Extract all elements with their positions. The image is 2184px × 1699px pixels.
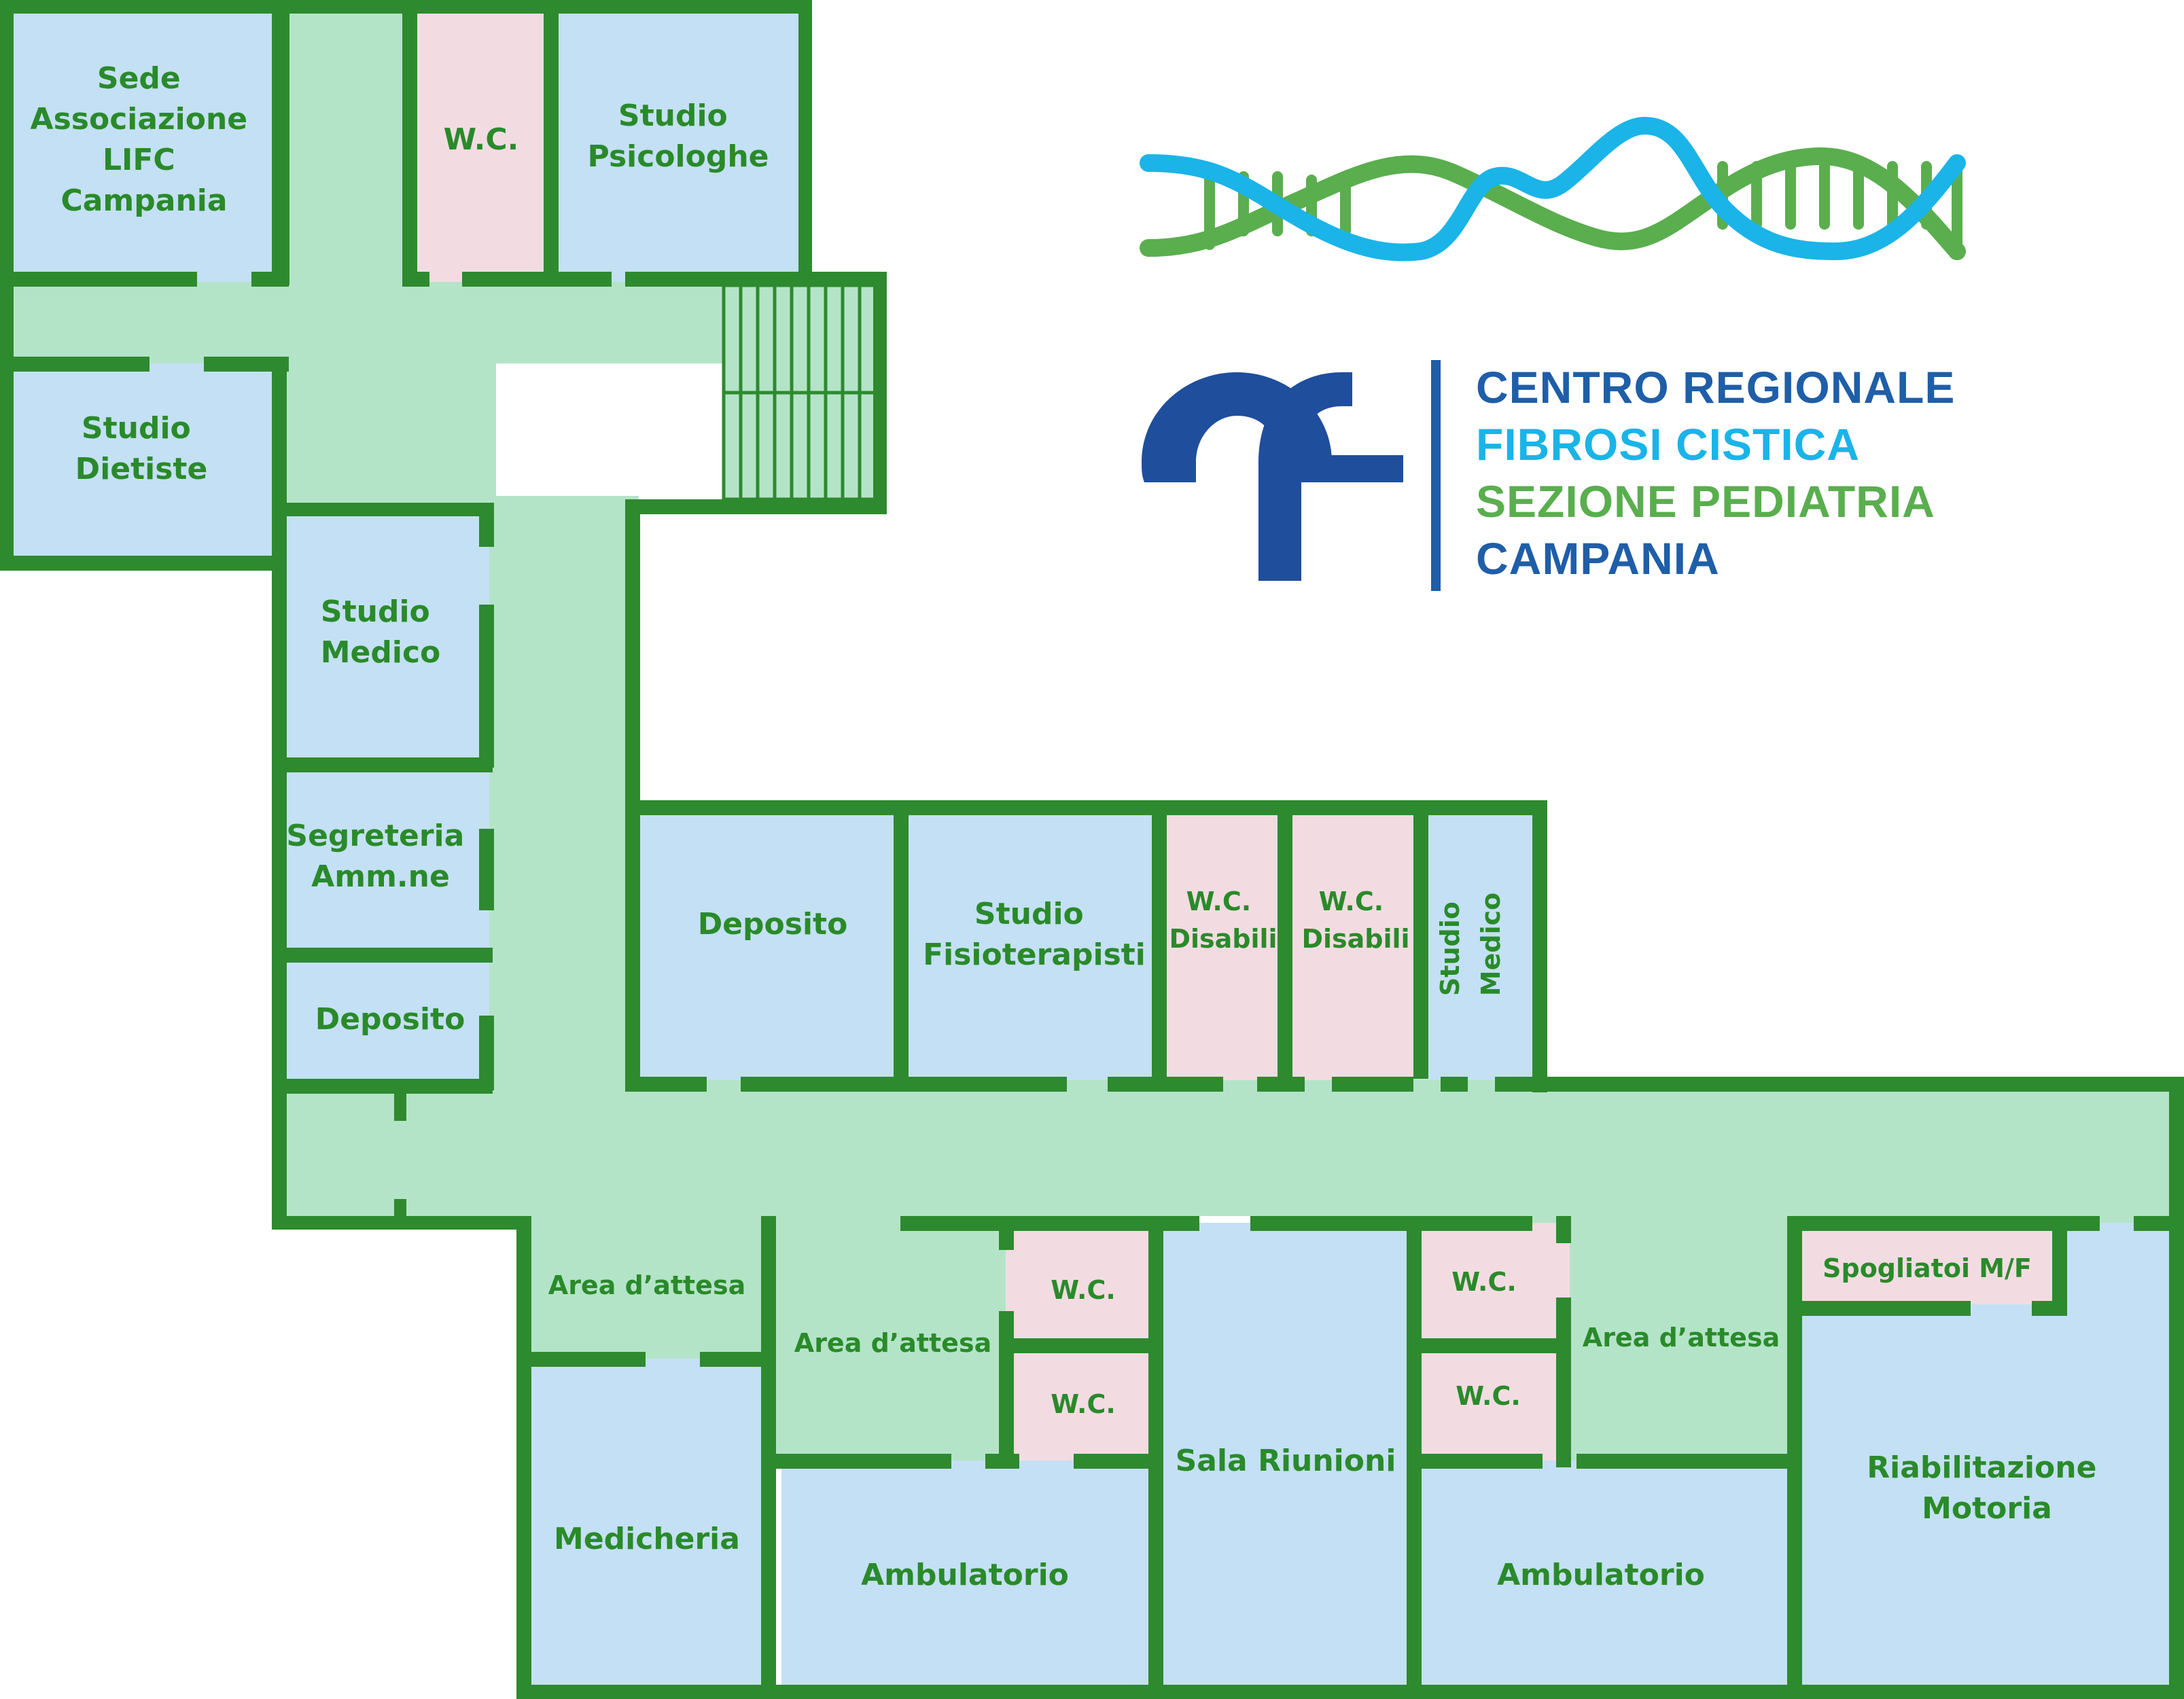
wc-rooms	[415, 7, 2052, 1461]
room-label-ambulatorio-2: Ambulatorio	[1497, 1558, 1705, 1592]
room-label-studio-psicologhe: Studio Psicologhe	[587, 99, 769, 174]
room-label-wc-b2: W.C.	[1456, 1381, 1521, 1411]
room-label-studio-fisioterapisti: Studio Fisioterapisti	[923, 897, 1146, 972]
logo-text: CENTRO REGIONALE FIBROSI CISTICA SEZIONE…	[1476, 359, 2155, 587]
room-label-spogliatoi: Spogliatoi M/F	[1822, 1253, 2032, 1283]
room-label-wc-disabili-2: W.C. Disabili	[1301, 887, 1409, 954]
rooms	[7, 7, 2177, 1692]
room-label-sala-riunioni: Sala Riunioni	[1176, 1444, 1396, 1478]
room-label-wc-a2: W.C.	[1051, 1389, 1116, 1419]
room-label-area-attesa-2: Area d’attesa	[794, 1328, 991, 1358]
room-labels: Sede Associazione LIFC Campania W.C. Stu…	[31, 61, 2107, 1592]
room-label-deposito-mid: Deposito	[698, 907, 848, 942]
staircase	[722, 283, 879, 501]
room-label-wc-a1: W.C.	[1051, 1275, 1116, 1305]
room-label-ambulatorio-1: Ambulatorio	[861, 1558, 1069, 1592]
room-label-studio-dietiste: Studio Dietiste	[75, 411, 208, 486]
room-label-studio-medico-left: Studio Medico	[321, 594, 441, 670]
room-label-deposito-left: Deposito	[315, 1002, 465, 1037]
room-label-area-attesa-1: Area d’attesa	[548, 1270, 745, 1300]
dna-helix-logo	[1140, 116, 1966, 262]
room-label-riabilitazione: Riabilitazione Motoria	[1867, 1450, 2107, 1526]
room-label-wc-top: W.C.	[444, 122, 519, 157]
room-label-wc-disabili-1: W.C. Disabili	[1169, 887, 1277, 954]
room-label-studio-medico-vertical: Studio Medico	[1435, 893, 1506, 996]
room-label-medicheria: Medicheria	[554, 1522, 740, 1556]
room-label-wc-b1: W.C.	[1451, 1267, 1517, 1297]
logo-line-sezione-pediatria: SEZIONE PEDIATRIA	[1476, 476, 1935, 526]
logo-divider	[1431, 360, 1441, 591]
logo-line-centro-regionale: CENTRO REGIONALE	[1476, 362, 1956, 412]
room-label-sede: Sede Associazione LIFC Campania	[31, 61, 258, 218]
logo-line-campania: CAMPANIA	[1476, 533, 1720, 584]
room-label-area-attesa-3: Area d’attesa	[1583, 1323, 1780, 1353]
logo-line-fibrosi-cistica: FIBROSI CISTICA	[1476, 419, 1861, 469]
room-label-segreteria: Segreteria Amm.ne	[286, 819, 474, 894]
cf-logo-mark	[1142, 372, 1403, 581]
